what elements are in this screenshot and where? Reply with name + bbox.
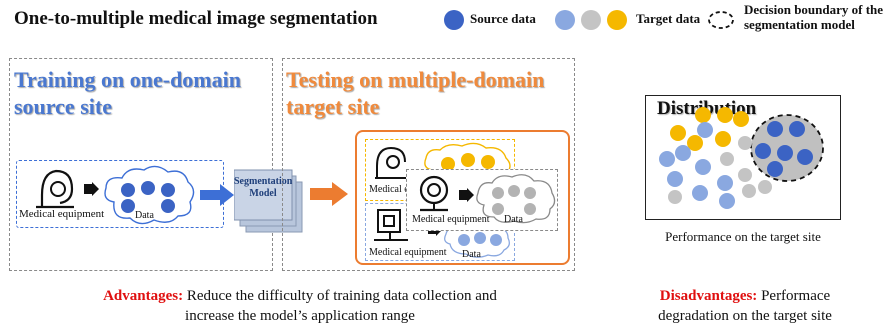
arrow-icon-gray [459, 188, 474, 202]
pet-icon-gray [419, 175, 449, 212]
target-dots-icon [555, 10, 627, 30]
advantages-text: Advantages: Reduce the difficulty of tra… [103, 288, 497, 324]
legend: Source data Target data Decision boundar… [0, 0, 896, 40]
source-dot-icon [444, 10, 464, 30]
target-sites-box [355, 130, 570, 265]
training-heading: Training on one-domain source site [14, 67, 241, 119]
arrow-to-testing [310, 182, 348, 206]
legend-source-label: Source data [470, 11, 536, 26]
data-cloud [104, 165, 195, 225]
gray-data-cloud [476, 174, 556, 224]
training-equipment-label: Medical equipment [19, 208, 105, 220]
page-title: One-to-multiple medical image segmentati… [14, 8, 378, 29]
mri-icon-yellow [375, 146, 409, 179]
gray-equipment-label: Medical equipment [412, 214, 490, 225]
legend-boundary-label: Decision boundary of the segmentation mo… [744, 2, 884, 32]
testing-heading: Testing on multiple-domain target site [286, 67, 545, 119]
boundary-icon [708, 11, 734, 29]
blue-data-label: Data [462, 249, 481, 260]
disadvantages-label: Disadvantages: [659, 288, 758, 304]
blue-data-cloud [444, 222, 510, 258]
training-panel [9, 58, 273, 271]
distribution-caption: Performance on the target site [665, 229, 821, 244]
segmentation-model-icon [234, 169, 303, 233]
segmentation-model-label: Segmentation Model [234, 176, 293, 199]
arrow-icon [84, 182, 99, 196]
arrow-to-model [200, 184, 234, 206]
medical-equipment-icon [36, 169, 74, 209]
legend-target-label: Target data [636, 11, 701, 26]
training-data-label: Data [135, 210, 154, 221]
distribution-scatter [659, 107, 824, 209]
advantages-label: Advantages: [103, 288, 184, 304]
disadvantages-text: Disadvantages: Performace degradation on… [658, 288, 832, 324]
distribution-panel [645, 95, 841, 220]
testing-panel [282, 58, 575, 271]
ct-icon-blue [374, 209, 408, 241]
blue-equipment-label: Medical equipment [369, 247, 447, 258]
gray-data-label: Data [504, 214, 523, 225]
yellow-equipment-label: Medical e [369, 184, 409, 195]
